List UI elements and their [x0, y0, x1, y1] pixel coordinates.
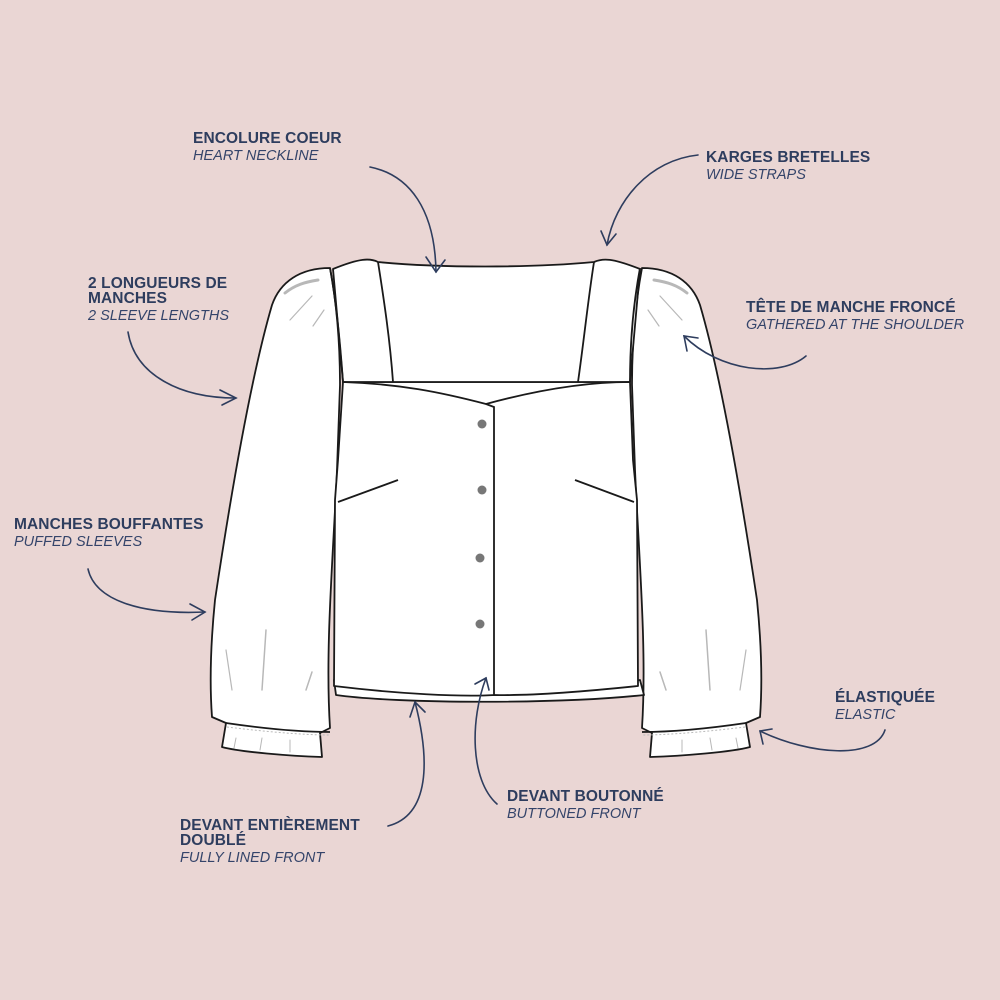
buttoned-front-label-fr: DEVANT BOUTONNÉ	[507, 788, 664, 805]
right-strap	[629, 267, 641, 383]
arrow-neckline	[369, 166, 446, 274]
right-sleeve	[631, 267, 763, 758]
button-3	[475, 553, 485, 563]
annotation-sleeve-lengths: 2 LONGUEURS DE MANCHES 2 SLEEVE LENGTHS	[88, 276, 248, 324]
left-strap-inner	[377, 261, 394, 383]
annotation-puffed-sleeves: MANCHES BOUFFANTES PUFFED SLEEVES	[14, 517, 204, 550]
right-strap-inner	[577, 261, 595, 383]
left-dart	[337, 479, 399, 503]
puffed-sleeves-label-en: PUFFED SLEEVES	[14, 534, 143, 550]
button-2	[477, 485, 487, 495]
annotation-neckline: ENCOLURE COEUR HEART NECKLINE	[193, 131, 342, 164]
annotation-lined-front: DEVANT ENTIÈREMENT DOUBLÉ FULLY LINED FR…	[180, 818, 390, 866]
neckline-label-fr: ENCOLURE COEUR	[193, 130, 342, 147]
sleeve-lengths-label-fr: 2 LONGUEURS DE MANCHES	[88, 275, 228, 307]
shoulder-label-fr: TÊTE DE MANCHE FRONCÉ	[746, 299, 956, 316]
right-dart	[574, 479, 635, 503]
lined-front-label-fr: DEVANT ENTIÈREMENT DOUBLÉ	[180, 817, 360, 849]
button-4	[475, 619, 485, 629]
straps-label-en: WIDE STRAPS	[706, 167, 806, 183]
elastic-label-fr: ÉLASTIQUÉE	[835, 689, 936, 706]
back-yoke	[332, 258, 641, 383]
shoulder-label-en: GATHERED AT THE SHOULDER	[746, 317, 965, 333]
arrow-buttoned-front	[474, 676, 498, 805]
sleeve-lengths-label-en: 2 SLEEVE LENGTHS	[88, 308, 230, 324]
lined-front-label-en: FULLY LINED FRONT	[180, 850, 325, 866]
arrow-elastic	[759, 728, 886, 752]
left-sleeve	[209, 267, 341, 758]
elastic-label-en: ELASTIC	[835, 707, 896, 723]
straps-label-fr: KARGES BRETELLES	[706, 149, 871, 166]
annotation-straps: KARGES BRETELLES WIDE STRAPS	[706, 150, 870, 183]
buttons	[475, 419, 487, 629]
annotation-buttoned-front: DEVANT BOUTONNÉ BUTTONED FRONT	[507, 789, 664, 822]
annotation-elastic: ÉLASTIQUÉE ELASTIC	[835, 690, 935, 723]
puffed-sleeves-label-fr: MANCHES BOUFFANTES	[14, 516, 204, 533]
arrow-shoulder	[682, 335, 807, 370]
arrow-puffed-sleeves	[87, 568, 207, 621]
buttoned-front-label-en: BUTTONED FRONT	[507, 806, 641, 822]
button-1	[477, 419, 487, 429]
placket-line	[485, 403, 495, 695]
arrow-sleeve-lengths	[127, 331, 238, 406]
annotation-shoulder: TÊTE DE MANCHE FRONCÉ GATHERED AT THE SH…	[746, 300, 964, 333]
bodice	[333, 381, 639, 697]
arrow-lined-front	[387, 700, 426, 827]
left-strap	[329, 267, 344, 383]
neckline-label-en: HEART NECKLINE	[193, 148, 319, 164]
arrow-straps	[600, 154, 699, 247]
